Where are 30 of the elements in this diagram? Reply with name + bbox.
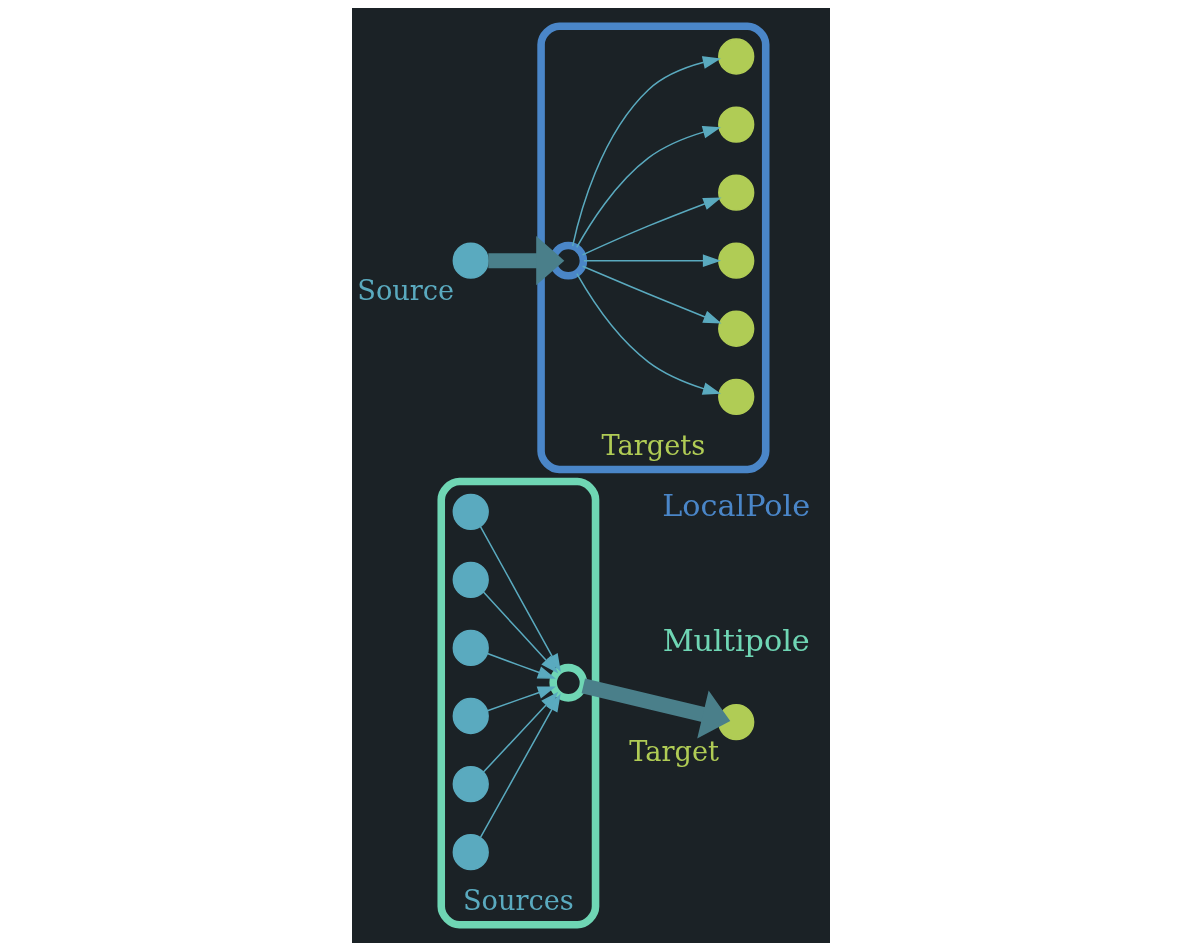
- node-circle: [452, 242, 489, 279]
- node-circle: [452, 561, 489, 599]
- node-circle: [718, 38, 755, 75]
- arrow: [583, 254, 722, 268]
- node-circle: [452, 629, 489, 667]
- node-circle: [718, 174, 755, 211]
- arrow: [581, 678, 731, 739]
- arrow: [488, 236, 565, 286]
- arrow: [576, 125, 721, 249]
- node-label: Source: [357, 274, 455, 306]
- node-circle: [452, 834, 489, 871]
- arrow: [486, 686, 556, 712]
- node-label: LocalPole: [662, 488, 811, 524]
- cluster: Sources: [437, 477, 600, 929]
- node-circle: [718, 242, 755, 279]
- arrow: [581, 265, 722, 324]
- arrow: [581, 197, 722, 256]
- node-label: Multipole: [662, 622, 810, 658]
- node-circle: [452, 493, 489, 530]
- node-circle: [452, 697, 489, 735]
- node-circle: [549, 663, 588, 702]
- node-label: Target: [629, 736, 720, 768]
- node-circle: [718, 106, 755, 143]
- node-circle: [718, 703, 755, 741]
- arrow: [576, 272, 721, 395]
- node-circle: [718, 378, 755, 415]
- node-circle: [718, 310, 755, 347]
- arrow: [571, 56, 721, 247]
- arrow: [486, 652, 556, 679]
- node-circle: [452, 765, 489, 803]
